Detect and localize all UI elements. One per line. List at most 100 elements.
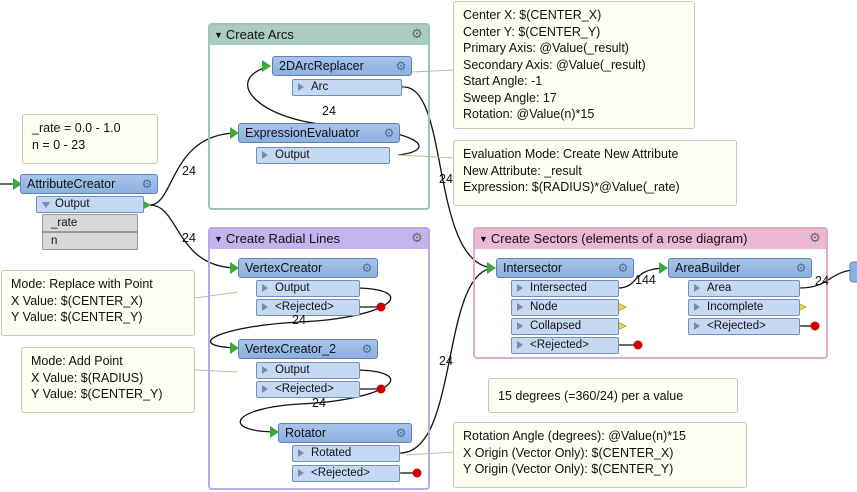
attribute-row: _rate — [42, 214, 138, 232]
gear-icon[interactable]: ⚙ — [141, 177, 153, 191]
annotation-rate-n[interactable]: _rate = 0.0 - 1.0 n = 0 - 23 — [22, 114, 158, 164]
annotation-rotator-params[interactable]: Rotation Angle (degrees): @Value(n)*15 X… — [453, 422, 747, 488]
port-output[interactable]: Output — [256, 147, 390, 164]
bookmark-title: Create Radial Lines — [225, 231, 341, 246]
gear-icon[interactable]: ⚙ — [617, 261, 629, 275]
attribute-row: n — [42, 232, 138, 250]
bookmark-header[interactable]: ▼Create Arcs — [210, 25, 428, 45]
port-triangle-icon — [517, 284, 523, 292]
port-label: Output — [275, 282, 310, 294]
transformer-name: VertexCreator — [245, 261, 323, 275]
port-label: <Rejected> — [311, 467, 370, 479]
port-label: Output — [55, 198, 90, 210]
port-label: Arc — [311, 81, 329, 93]
gear-icon[interactable]: ⚙ — [795, 261, 807, 275]
port-triangle-icon — [298, 449, 304, 457]
port-label: Incomplete — [707, 301, 764, 313]
port-triangle-icon — [262, 366, 268, 374]
port-rejected[interactable]: <Rejected> — [511, 337, 619, 354]
annotation-vertex1-params[interactable]: Mode: Replace with Point X Value: $(CENT… — [1, 270, 195, 336]
port-incomplete[interactable]: Incomplete — [688, 299, 800, 316]
annotation-vertex2-params[interactable]: Mode: Add Point X Value: $(RADIUS) Y Val… — [21, 347, 195, 413]
transformer-vertexcreator[interactable]: VertexCreator ⚙ — [238, 258, 378, 278]
port-rejected[interactable]: <Rejected> — [256, 299, 360, 316]
port-label: Intersected — [530, 282, 587, 294]
transformer-expressionevaluator[interactable]: ExpressionEvaluator ⚙ — [238, 123, 400, 143]
count-attr-to-radial: 24 — [182, 231, 196, 245]
port-label: <Rejected> — [707, 320, 766, 332]
gear-icon[interactable]: ⚙ — [395, 426, 407, 440]
port-output[interactable]: Output — [256, 280, 360, 297]
port-triangle-icon — [517, 341, 523, 349]
port-output[interactable]: Output — [36, 196, 144, 213]
transformer-name: ExpressionEvaluator — [245, 126, 360, 140]
attribute-label: _rate — [51, 217, 78, 229]
transformer-name: VertexCreator_2 — [245, 342, 337, 356]
port-collapsed[interactable]: Collapsed — [511, 318, 619, 335]
bookmark-title: Create Sectors (elements of a rose diagr… — [490, 231, 748, 246]
annotation-degrees[interactable]: 15 degrees (=360/24) per a value — [488, 378, 738, 413]
port-triangle-icon — [694, 303, 700, 311]
transformer-name: Rotator — [285, 426, 326, 440]
count-arc-loop: 24 — [322, 104, 336, 118]
bookmark-title: Create Arcs — [225, 27, 294, 42]
transformer-intersector[interactable]: Intersector ⚙ — [496, 258, 634, 278]
bookmark-header[interactable]: ▼Create Sectors (elements of a rose diag… — [475, 229, 826, 249]
port-area[interactable]: Area — [688, 280, 800, 297]
port-label: <Rejected> — [275, 383, 334, 395]
port-triangle-icon — [298, 83, 304, 91]
gear-icon[interactable]: ⚙ — [383, 126, 395, 140]
port-label: Output — [275, 364, 310, 376]
collapse-triangle-icon[interactable]: ▼ — [214, 234, 223, 244]
port-triangle-icon — [262, 385, 268, 393]
gear-icon[interactable]: ⚙ — [411, 230, 423, 245]
port-label: Collapsed — [530, 320, 582, 332]
port-rejected[interactable]: <Rejected> — [256, 381, 360, 398]
bookmark-create-sectors[interactable]: ▼Create Sectors (elements of a rose diag… — [473, 227, 828, 359]
port-triangle-icon — [694, 322, 700, 330]
count-vc1-to-vc2: 24 — [292, 313, 306, 327]
gear-icon[interactable]: ⚙ — [361, 261, 373, 275]
port-triangle-icon — [694, 284, 700, 292]
transformer-attributecreator[interactable]: AttributeCreator ⚙ — [20, 174, 158, 194]
port-label: <Rejected> — [530, 339, 589, 351]
transformer-areabuilder[interactable]: AreaBuilder ⚙ — [668, 258, 812, 278]
transformer-vertexcreator-2[interactable]: VertexCreator_2 ⚙ — [238, 339, 378, 359]
attribute-label: n — [51, 235, 58, 247]
port-triangle-icon — [517, 322, 523, 330]
annotation-eval-params[interactable]: Evaluation Mode: Create New Attribute Ne… — [453, 140, 737, 206]
port-triangle-icon — [262, 151, 268, 159]
count-attr-to-arcs: 24 — [182, 164, 196, 178]
port-label: Area — [707, 282, 732, 294]
bookmark-create-radial-lines[interactable]: ▼Create Radial Lines ⚙ — [208, 227, 430, 490]
port-rejected[interactable]: <Rejected> — [688, 318, 800, 335]
transformer-rotator[interactable]: Rotator ⚙ — [278, 423, 412, 443]
gear-icon[interactable]: ⚙ — [361, 342, 373, 356]
port-node[interactable]: Node — [511, 299, 619, 316]
transformer-2darcreplacer[interactable]: 2DArcReplacer ⚙ — [272, 56, 412, 76]
transformer-name: AreaBuilder — [675, 261, 741, 275]
count-rotator-to-intersector: 24 — [439, 354, 453, 368]
transformer-name: 2DArcReplacer — [279, 59, 364, 73]
bookmark-header[interactable]: ▼Create Radial Lines — [210, 229, 428, 249]
transformer-name: AttributeCreator — [27, 177, 116, 191]
collapse-triangle-icon[interactable]: ▼ — [214, 30, 223, 40]
gear-icon[interactable]: ⚙ — [809, 230, 821, 245]
port-arc[interactable]: Arc — [292, 79, 402, 96]
bookmark-create-arcs[interactable]: ▼Create Arcs ⚙ — [208, 23, 430, 210]
count-area-out: 24 — [815, 274, 829, 288]
count-arcs-to-intersector: 24 — [439, 172, 453, 186]
port-triangle-icon — [262, 303, 268, 311]
transformer-name: Intersector — [503, 261, 563, 275]
port-triangle-icon — [42, 202, 50, 208]
port-rotated[interactable]: Rotated — [292, 445, 400, 462]
annotation-arc-params[interactable]: Center X: $(CENTER_X) Center Y: $(CENTER… — [453, 1, 695, 129]
collapse-triangle-icon[interactable]: ▼ — [479, 234, 488, 244]
gear-icon[interactable]: ⚙ — [411, 26, 423, 41]
port-intersected[interactable]: Intersected — [511, 280, 619, 297]
port-label: <Rejected> — [275, 301, 334, 313]
port-output[interactable]: Output — [256, 362, 360, 379]
port-rejected[interactable]: <Rejected> — [292, 465, 400, 482]
port-triangle-icon — [262, 284, 268, 292]
gear-icon[interactable]: ⚙ — [395, 59, 407, 73]
